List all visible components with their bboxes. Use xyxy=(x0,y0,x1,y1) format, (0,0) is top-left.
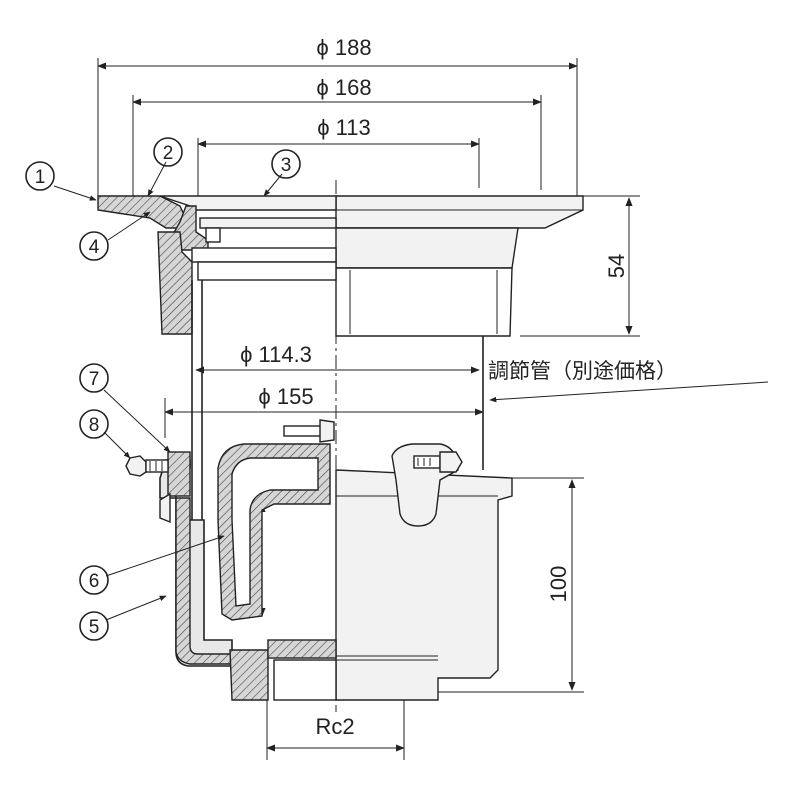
dim-phi-168: ϕ 168 xyxy=(316,75,371,100)
callout-label: 5 xyxy=(89,617,100,638)
dim-phi-155: ϕ 155 xyxy=(258,384,313,409)
callout-8: 8 xyxy=(79,409,109,439)
dim-height-100: 100 xyxy=(546,566,571,603)
callout-1: 1 xyxy=(25,161,55,191)
drain-right-half xyxy=(283,195,584,701)
drain-left-half-section xyxy=(97,195,337,701)
callout-5: 5 xyxy=(79,611,109,641)
callout-leaders xyxy=(53,161,769,621)
callout-label: 4 xyxy=(89,237,100,258)
dim-thread-rc2: Rc2 xyxy=(315,714,354,739)
callout-label: 3 xyxy=(281,155,292,176)
dim-height-54: 54 xyxy=(604,254,629,278)
callout-label: 6 xyxy=(89,571,100,592)
callout-label: 8 xyxy=(89,415,100,436)
callout-2: 2 xyxy=(153,137,183,167)
callout-6: 6 xyxy=(79,565,109,595)
dim-phi-114-3: ϕ 114.3 xyxy=(240,342,312,367)
callout-label: 7 xyxy=(89,369,100,390)
callout-label: 2 xyxy=(163,143,174,164)
adjust-pipe-note: 調節管（別途価格） xyxy=(488,359,677,383)
callout-4: 4 xyxy=(79,231,109,261)
dim-phi-188: ϕ 188 xyxy=(316,35,371,60)
callout-3: 3 xyxy=(271,149,301,179)
dim-phi-113: ϕ 113 xyxy=(317,115,371,140)
callout-7: 7 xyxy=(79,363,109,393)
callout-label: 1 xyxy=(35,167,46,188)
